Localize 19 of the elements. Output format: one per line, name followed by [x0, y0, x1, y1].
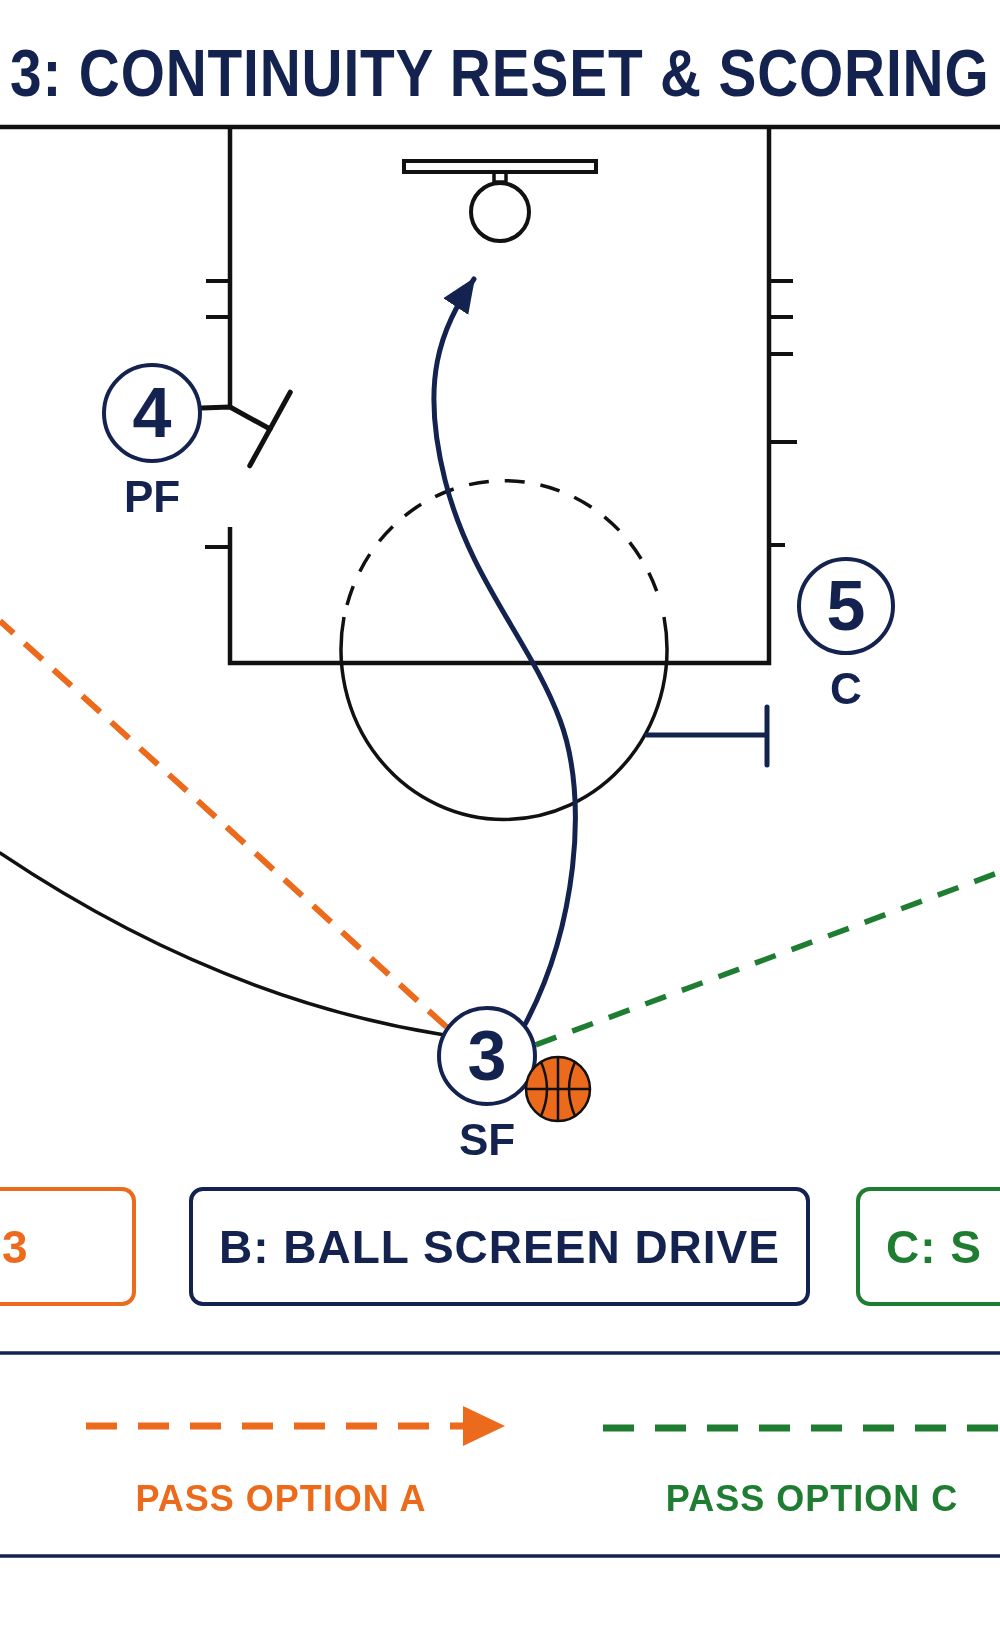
play-option-box — [0, 1187, 136, 1306]
play-option-label: C: S — [886, 1222, 982, 1271]
player-number: 4 — [132, 378, 172, 448]
legend-label: PASS OPTION C — [665, 1481, 959, 1517]
legend-label: PASS OPTION A — [135, 1481, 427, 1517]
position-label: SF — [458, 1118, 516, 1162]
play-option-box — [189, 1187, 810, 1306]
screen-line — [199, 389, 293, 469]
play-title: 3: CONTINUITY RESET & SCORING — [10, 40, 990, 106]
play-option-box — [856, 1187, 1000, 1306]
play-option-label: B: BALL SCREEN DRIVE — [219, 1222, 780, 1271]
position-label: PF — [123, 475, 181, 519]
cut-line — [0, 851, 444, 1037]
play-option-label: 3 — [2, 1222, 29, 1271]
pass-line — [0, 618, 449, 1030]
player-number: 5 — [826, 571, 866, 641]
position-label: C — [830, 667, 862, 711]
drive-arrow — [431, 276, 578, 1027]
player-number: 3 — [467, 1021, 507, 1091]
